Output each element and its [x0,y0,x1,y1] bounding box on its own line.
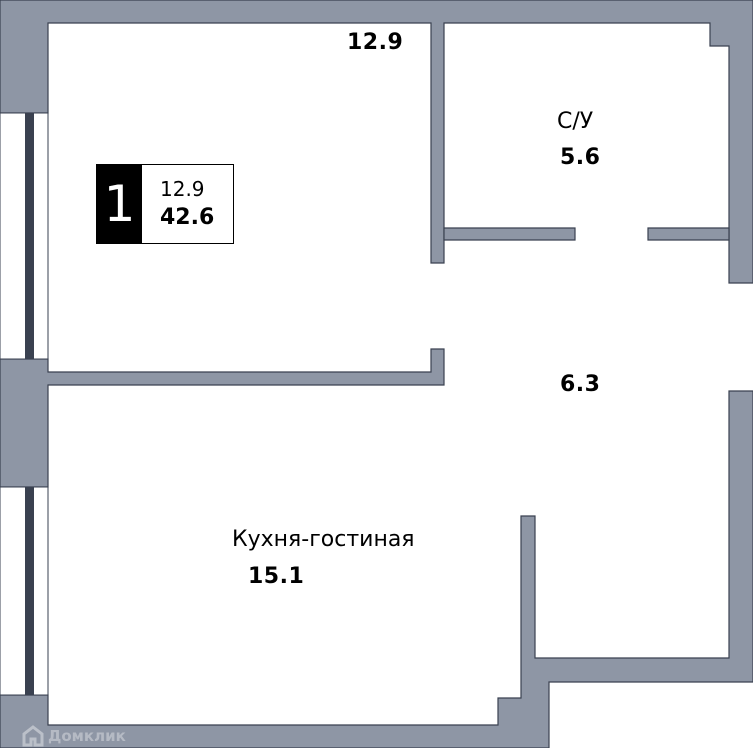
rooms-count: 1 [97,165,142,243]
living-area: 12.9 [160,177,205,201]
bedroom-area: 12.9 [347,30,404,55]
wall-bathroom-right [647,227,730,241]
kitchen-living-name: Кухня-гостиная [232,527,415,552]
window-kitchen-frame [0,486,49,696]
windows [0,112,49,696]
kitchen-living-area: 15.1 [248,564,305,589]
bathroom-area: 5.6 [560,145,601,170]
watermark-text: Домклик [48,727,126,745]
hallway-area: 6.3 [560,372,601,397]
badge-values: 12.9 42.6 [142,165,233,243]
window-bedroom-glass [25,113,34,359]
wall-bottom [0,390,753,748]
watermark: Домклик [22,725,126,747]
bathroom-name: С/У [557,109,594,134]
window-kitchen-glass [25,487,34,695]
wall-top [0,0,753,284]
total-area: 42.6 [160,205,215,230]
wall-left-middle [0,348,445,488]
house-icon [22,725,44,747]
wall-bathroom-left [443,227,576,241]
apartment-badge: 1 12.9 42.6 [96,164,234,244]
window-bedroom-frame [0,112,49,360]
